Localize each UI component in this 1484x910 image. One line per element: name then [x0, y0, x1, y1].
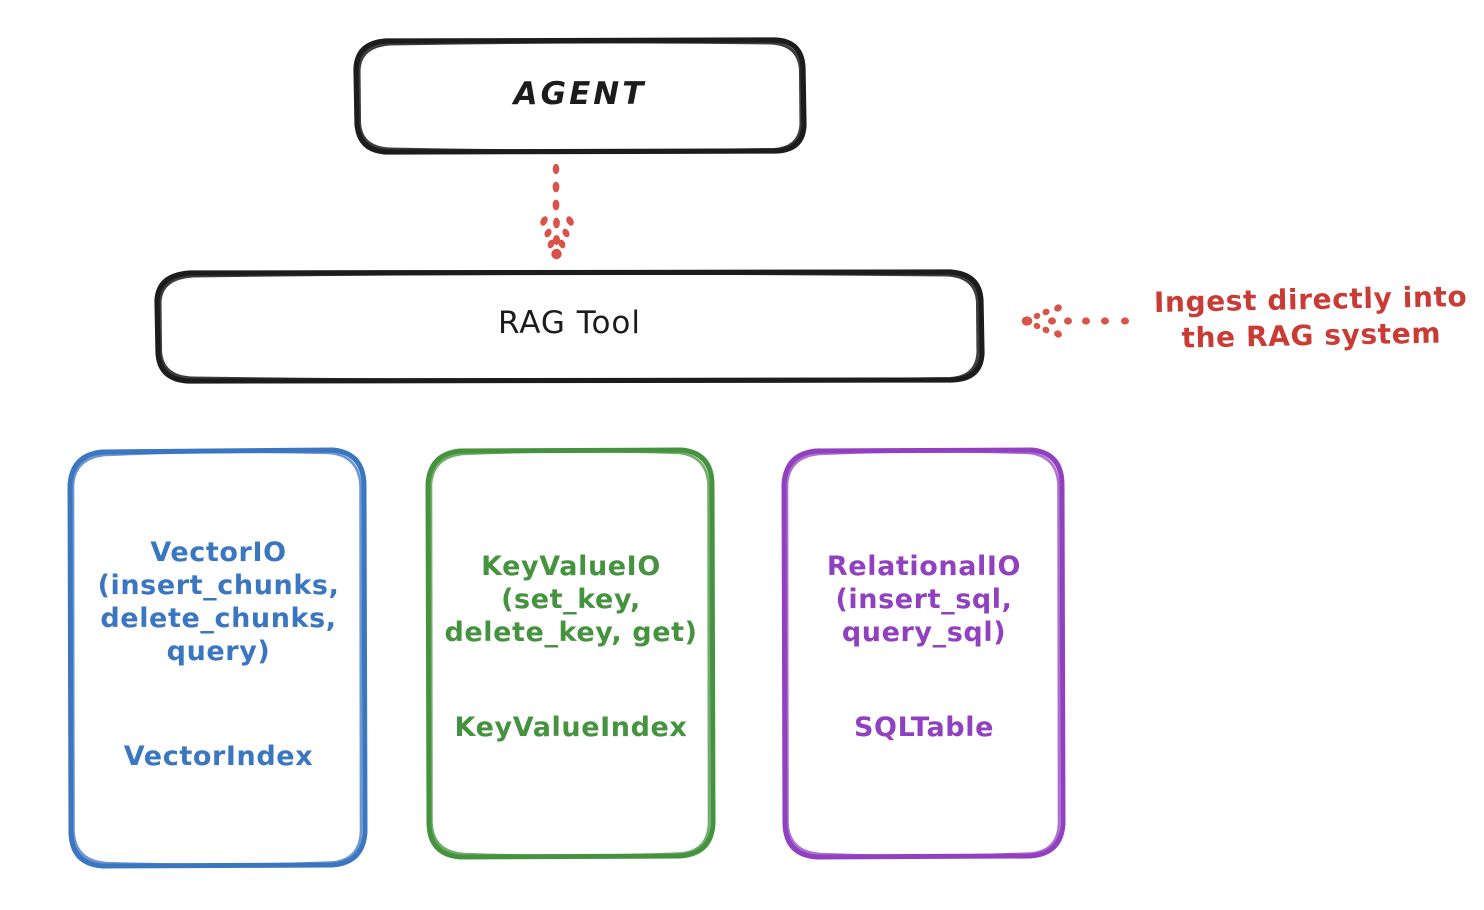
relational-io-box[interactable]: [781, 447, 1066, 860]
relational-io-sub-label: SQLTable: [854, 712, 994, 743]
vector-io-box[interactable]: [67, 447, 368, 869]
vector-io-label: VectorIO (insert_chunks, delete_chunks, …: [97, 537, 340, 667]
relational-io-label: RelationalIO (insert_sql, query_sql): [826, 551, 1022, 648]
vector-io-sub-label: VectorIndex: [123, 741, 314, 772]
rag-tool-box[interactable]: [154, 269, 985, 384]
agent-to-rag-arrow: [540, 163, 574, 260]
key-value-io-label: KeyValueIO (set_key, delete_key, get): [444, 551, 698, 648]
key-value-io-box[interactable]: [425, 447, 716, 860]
agent-box[interactable]: [353, 37, 807, 155]
rag-tool-label: RAG Tool: [497, 305, 642, 341]
key-value-io-sub-label: KeyValueIndex: [454, 712, 688, 743]
agent-label: AGENT: [513, 76, 647, 112]
ingest-note-text: Ingest directly into the RAG system: [1153, 279, 1468, 355]
ingest-note-arrow: [1021, 304, 1129, 338]
